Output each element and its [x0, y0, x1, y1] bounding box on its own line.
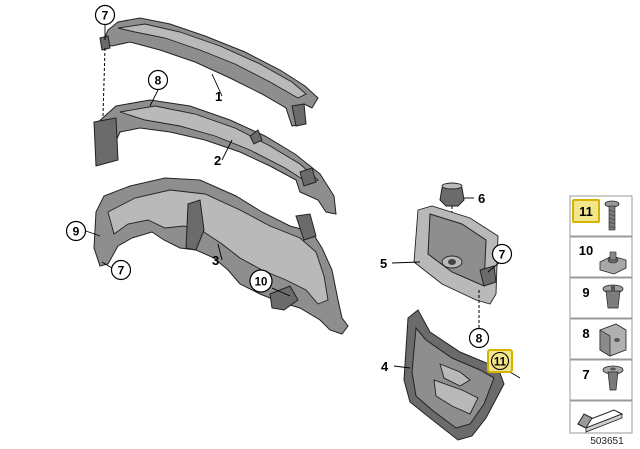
svg-text:7: 7: [499, 248, 506, 262]
leader-line: [509, 371, 521, 379]
part-label-5: 5: [380, 256, 387, 271]
legend-item-9: 9: [569, 277, 633, 319]
legend-item-7: 7: [569, 359, 633, 401]
legend-item-10: 10: [569, 236, 633, 278]
callout-7: 7: [491, 243, 513, 265]
legend-item-11: 11: [569, 195, 633, 237]
expanding-rivet-icon: [602, 284, 624, 309]
part-label-3: 3: [212, 253, 219, 268]
diagram-number: 503651: [590, 436, 624, 447]
part-label-4: 4: [381, 359, 389, 374]
legend-item-navigation: [569, 400, 633, 434]
part-6-cap: [439, 182, 465, 207]
svg-text:8: 8: [155, 74, 162, 88]
callout-7: 7: [94, 4, 116, 26]
callout-11-highlighted: 11: [487, 349, 513, 373]
part-label-6: 6: [478, 191, 485, 206]
svg-text:11: 11: [579, 204, 593, 219]
leader-line: [221, 139, 233, 161]
leader-line: [211, 73, 223, 97]
svg-text:7: 7: [582, 367, 589, 382]
legend-panel: 11 10 9: [569, 195, 633, 434]
leader-line: [393, 365, 411, 369]
legend-item-8: 8: [569, 318, 633, 360]
svg-text:10: 10: [255, 277, 268, 289]
part-4-bracket: [403, 309, 505, 441]
svg-text:8: 8: [582, 326, 589, 341]
arrow-navigation-icon: [576, 409, 624, 433]
callout-7: 7: [110, 259, 132, 281]
callout-10: 10: [249, 269, 273, 293]
callout-8: 8: [147, 69, 169, 91]
part-1-rail: [99, 17, 319, 127]
leader-line: [149, 89, 159, 107]
nut-icon: [599, 251, 627, 275]
leader-line: [101, 261, 113, 269]
part-5-bracket: [413, 205, 499, 305]
part-2-rail: [93, 99, 337, 215]
part-label-2: 2: [214, 153, 221, 168]
leader-line: [217, 243, 223, 261]
svg-text:7: 7: [102, 9, 109, 23]
svg-text:7: 7: [118, 264, 125, 278]
svg-text:9: 9: [73, 225, 80, 239]
clip-nut-icon: [599, 323, 627, 357]
svg-text:11: 11: [494, 357, 507, 369]
callout-9: 9: [65, 220, 87, 242]
svg-text:8: 8: [476, 332, 483, 346]
svg-text:9: 9: [582, 285, 589, 300]
dashed-leader: [102, 47, 106, 117]
push-rivet-icon: [602, 365, 624, 391]
leader-line: [391, 261, 421, 264]
part-label-1: 1: [215, 89, 222, 104]
svg-text:10: 10: [579, 243, 593, 258]
callout-8: 8: [468, 327, 490, 349]
leader-line: [487, 261, 501, 273]
screw-icon: [604, 200, 620, 231]
leader-line: [271, 287, 291, 297]
leader-line: [85, 230, 101, 237]
